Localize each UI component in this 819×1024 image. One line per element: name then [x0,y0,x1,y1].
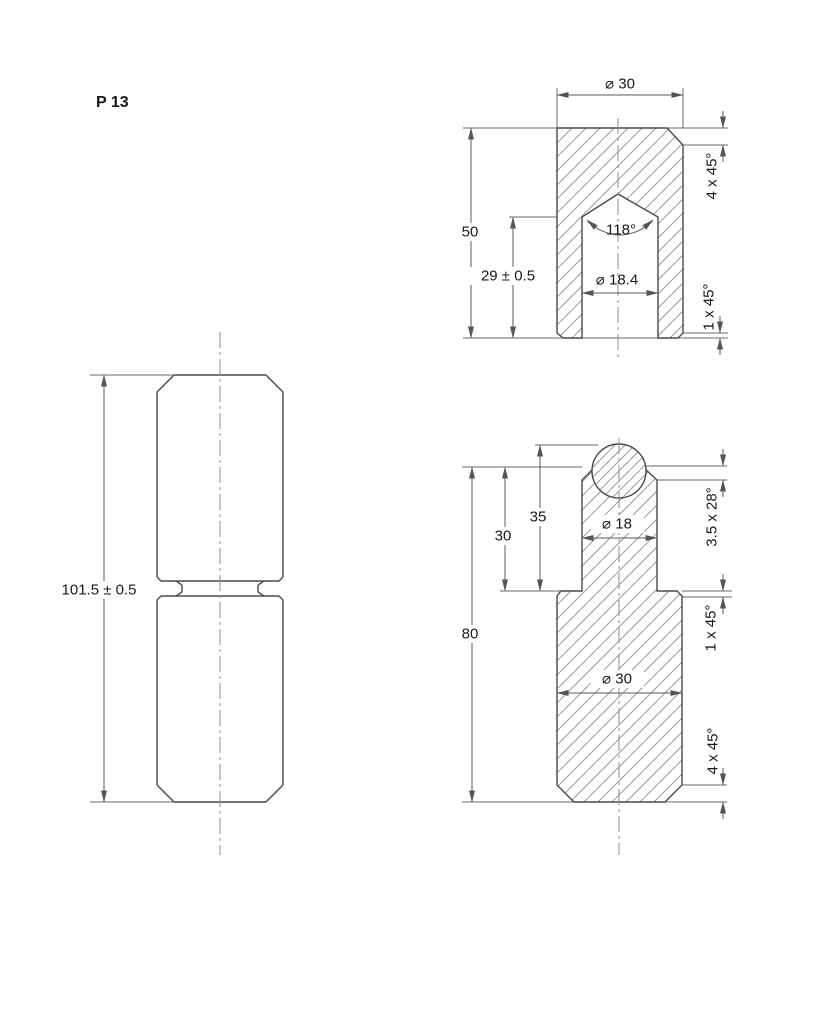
drawing-title: P 13 [96,94,129,111]
dim-pin-shaft-diameter: ⌀ 18 [602,516,632,533]
assembly-view: 101.5 ± 0.5 [54,332,284,855]
dim-socket-top-chamfer: 4 x 45° [704,153,721,200]
dim-pin-overall-length: 80 [462,626,479,643]
dim-socket-drill-point-angle: 118° [606,222,636,239]
dim-pin-shoulder-chamfer: 1 x 45° [703,605,720,652]
dim-pin-body-diameter: ⌀ 30 [602,671,632,688]
socket-cross-section [556,127,684,339]
dim-socket-length: 50 [462,224,479,241]
socket-section-view: ⌀ 30 50 29 ± 0.5 ⌀ 18.4 118° 4 x 45° [454,76,728,358]
dim-pin-shaft-length: 30 [495,528,512,545]
dim-socket-bore-depth: 29 ± 0.5 [481,268,535,285]
dim-pin-bottom-chamfer: 4 x 45° [705,728,722,775]
pin-dimension-lines: 80 35 30 ⌀ 18 ⌀ 30 3.5 x 28° [455,444,726,819]
socket-dimension-lines: ⌀ 30 50 29 ± 0.5 ⌀ 18.4 118° 4 x 45° [454,76,726,355]
assembly-outline [156,374,284,803]
dim-socket-outer-diameter: ⌀ 30 [605,76,635,93]
dim-pin-tip-chamfer: 3.5 x 28° [704,487,721,546]
socket-extension-lines [463,88,728,339]
pin-section-view: 80 35 30 ⌀ 18 ⌀ 30 3.5 x 28° [455,438,732,855]
dim-pin-length-with-ball: 35 [530,509,547,526]
dim-assembly-overall-length: 101.5 ± 0.5 [62,582,137,599]
assembly-dimension-lines: 101.5 ± 0.5 [54,374,174,803]
dim-socket-bore-diameter: ⌀ 18.4 [596,272,638,289]
dim-socket-bottom-chamfer: 1 x 45° [701,284,718,331]
